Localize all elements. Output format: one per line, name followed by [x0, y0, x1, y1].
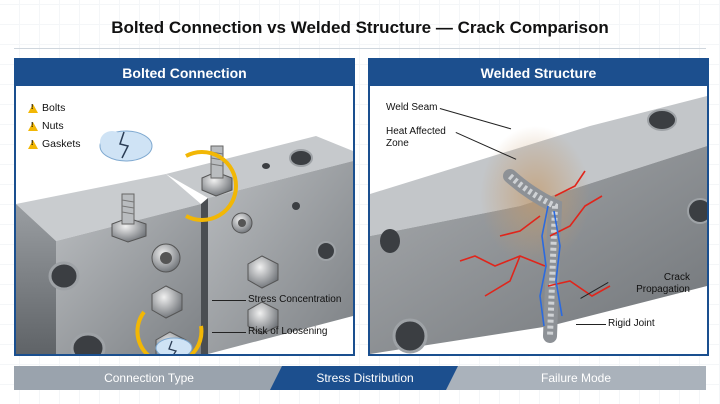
- stress-ring-bottom: [135, 310, 204, 354]
- hole: [70, 332, 106, 354]
- segment-stress-distribution: Stress Distribution: [270, 366, 460, 390]
- hole: [262, 163, 270, 169]
- warning-bolts: Bolts: [28, 102, 65, 114]
- hole: [380, 229, 400, 253]
- stress-concentration-label: Stress Concentration: [248, 294, 342, 305]
- welded-panel-header: Welded Structure: [370, 60, 707, 86]
- left-beam-end: [16, 204, 56, 354]
- page-title: Bolted Connection vs Welded Structure — …: [111, 18, 609, 37]
- hole: [289, 149, 313, 167]
- warning-nuts: Nuts: [28, 120, 64, 132]
- left-beam-top: [16, 174, 201, 241]
- welded-illustration: [370, 96, 707, 354]
- bolted-panel-header: Bolted Connection: [16, 60, 353, 86]
- segment-connection-type: Connection Type: [14, 366, 284, 390]
- bolt-top-left: [111, 193, 147, 243]
- hole: [48, 261, 80, 291]
- warning-icon: [28, 121, 38, 131]
- nut-right-mid: [247, 255, 279, 289]
- leader-line: [212, 332, 246, 333]
- joint-gap: [201, 198, 208, 354]
- hole: [392, 318, 428, 354]
- leader-line: [212, 300, 246, 301]
- weld-bead: [507, 173, 559, 337]
- warning-icon: [28, 103, 38, 113]
- nut-left-mid: [151, 285, 183, 319]
- bottom-category-bar: Connection Type Stress Distribution Fail…: [14, 366, 706, 390]
- washer-hole: [160, 252, 172, 264]
- stress-ring-top: [185, 150, 238, 222]
- hole: [687, 198, 707, 224]
- crack-lines-blue: [539, 205, 563, 327]
- warning-icon: [28, 139, 38, 149]
- title-divider: [14, 48, 706, 49]
- hole: [647, 109, 677, 131]
- weld-seam-label: Weld Seam: [386, 102, 438, 113]
- leader-line: [576, 324, 606, 325]
- welded-structure-panel: Welded Structure: [368, 58, 709, 356]
- washer-hole: [238, 219, 246, 227]
- cloud-icon: [99, 130, 153, 162]
- nut-right-bottom: [247, 301, 279, 335]
- bolted-connection-panel: Bolted Connection: [14, 58, 355, 356]
- crack-lines-red: [459, 170, 611, 297]
- warning-gaskets: Gaskets: [28, 138, 81, 150]
- bolt-top-right: [201, 145, 233, 197]
- cloud-icon: [155, 337, 193, 354]
- risk-of-loosening-label: Risk of Loosening: [248, 326, 328, 337]
- hole: [316, 241, 336, 261]
- hole: [292, 202, 300, 210]
- heat-affected-zone-label: Heat Affected Zone: [386, 126, 446, 149]
- rigid-joint-label: Rigid Joint: [608, 318, 655, 329]
- right-beam-face: [208, 161, 353, 354]
- crack-propagation-label: Crack Propagation: [636, 272, 690, 295]
- bolted-illustration: [16, 130, 353, 354]
- segment-failure-mode: Failure Mode: [446, 366, 706, 390]
